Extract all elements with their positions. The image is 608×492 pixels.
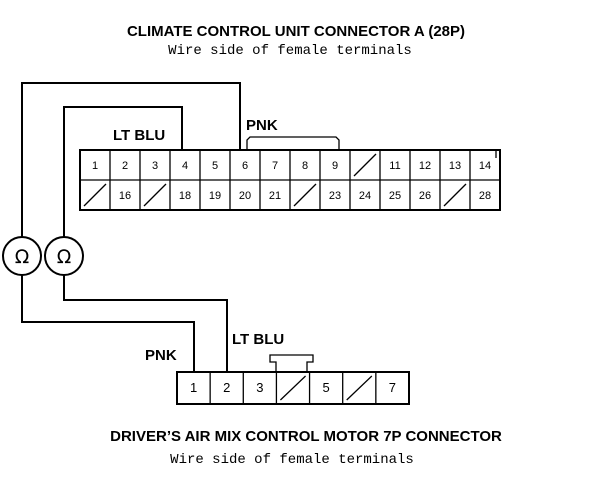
blank-cavity <box>289 180 317 210</box>
connector-b-subtitle: Wire side of female terminals <box>170 452 414 468</box>
connector-a-subtitle: Wire side of female terminals <box>168 43 412 59</box>
terminal-cell: 26 <box>409 180 431 210</box>
blank-cavity <box>342 372 373 404</box>
terminal-cell: 24 <box>349 180 371 210</box>
terminal-cell: 11 <box>379 150 401 180</box>
wire-lt-blu <box>63 106 183 237</box>
terminal-cell: 19 <box>199 180 221 210</box>
terminal-cell: 14 <box>469 150 491 180</box>
blank-cavity <box>349 150 377 180</box>
terminal-cell: 12 <box>409 150 431 180</box>
blank-cavity <box>83 183 107 207</box>
terminal-number: 5 <box>323 380 330 395</box>
connector-a-bottom-row: 16 18 19 20 21 23 24 25 26 28 <box>83 180 491 210</box>
terminal-number: 7 <box>389 380 396 395</box>
terminal-number: 13 <box>449 160 461 172</box>
terminal-number: 1 <box>190 380 197 395</box>
terminal-cell: 3 <box>242 372 263 404</box>
wire-label-pnk: PNK <box>145 347 177 364</box>
terminal-cell: 9 <box>319 150 338 180</box>
terminal-number: 20 <box>239 190 251 202</box>
terminal-number: 21 <box>269 190 281 202</box>
terminal-number: 16 <box>119 190 131 202</box>
connector-a-body <box>79 149 501 211</box>
terminal-cell: 1 <box>92 160 98 172</box>
terminal-cell: 6 <box>229 150 248 180</box>
terminal-cell: 5 <box>308 372 330 404</box>
wire-lt-blu-lower <box>63 275 228 372</box>
terminal-number: 14 <box>479 160 491 172</box>
terminal-cell: 25 <box>379 180 401 210</box>
wire-pnk <box>21 82 241 237</box>
terminal-number: 7 <box>272 160 278 172</box>
wires <box>21 82 241 372</box>
terminal-cell: 16 <box>109 180 131 210</box>
terminal-number: 9 <box>332 160 338 172</box>
terminal-cell: 18 <box>169 180 191 210</box>
connector-b-body <box>176 371 410 405</box>
terminal-cell: 21 <box>259 180 281 210</box>
terminal-number: 2 <box>223 380 230 395</box>
ohmmeter-right: Ω <box>44 236 84 276</box>
terminal-cell: 20 <box>229 180 251 210</box>
ohm-symbol: Ω <box>15 246 30 268</box>
connector-a-latch <box>246 136 340 150</box>
terminal-number: 11 <box>389 160 400 172</box>
terminal-cell: 2 <box>209 372 230 404</box>
terminal-cell: 7 <box>259 150 278 180</box>
terminal-number: 18 <box>179 190 191 202</box>
terminal-cell: 13 <box>439 150 461 180</box>
terminal-cell: 5 <box>199 150 218 180</box>
terminal-number: 5 <box>212 160 218 172</box>
terminal-number: 3 <box>152 160 158 172</box>
connector-b-latch <box>269 354 314 372</box>
terminal-number: 19 <box>209 190 221 202</box>
wire-label-lt-blu: LT BLU <box>113 127 165 144</box>
terminal-cell: 1 <box>190 380 197 395</box>
wire-label-lt-blu: LT BLU <box>232 331 284 348</box>
terminal-cell: 4 <box>169 150 188 180</box>
terminal-number: 8 <box>302 160 308 172</box>
terminal-number: 25 <box>389 190 401 202</box>
ohmmeter-icon <box>44 236 84 276</box>
terminal-cell: 3 <box>139 150 158 180</box>
terminal-cell: 23 <box>319 180 341 210</box>
terminal-number: 1 <box>92 160 98 172</box>
terminal-number: 2 <box>122 160 128 172</box>
terminal-number: 26 <box>419 190 431 202</box>
connector-b: 1 2 3 5 7 <box>176 354 410 405</box>
terminal-number: 24 <box>359 190 371 202</box>
wire-label-pnk: PNK <box>246 117 278 134</box>
terminal-cell: 8 <box>289 150 308 180</box>
ohmmeter-icon <box>2 236 42 276</box>
terminal-number: 12 <box>419 160 431 172</box>
terminal-number: 6 <box>242 160 248 172</box>
connector-a-title: CLIMATE CONTROL UNIT CONNECTOR A (28P) <box>127 23 465 40</box>
ohmmeter-left: Ω <box>2 236 42 276</box>
terminal-number: 28 <box>479 190 491 202</box>
blank-cavity <box>275 372 307 404</box>
terminal-number: 4 <box>182 160 188 172</box>
blank-cavity <box>139 180 167 210</box>
blank-cavity <box>439 180 467 210</box>
terminal-number: 3 <box>256 380 263 395</box>
terminal-cell: 28 <box>469 180 491 210</box>
terminal-number: 23 <box>329 190 341 202</box>
terminal-cell: 2 <box>109 150 128 180</box>
wire-pnk-lower <box>21 275 195 372</box>
connector-b-pins: 1 2 3 5 7 <box>190 372 396 404</box>
terminal-cell: 7 <box>375 372 396 404</box>
connector-b-title: DRIVER’S AIR MIX CONTROL MOTOR 7P CONNEC… <box>110 428 502 445</box>
ohm-symbol: Ω <box>57 246 72 268</box>
